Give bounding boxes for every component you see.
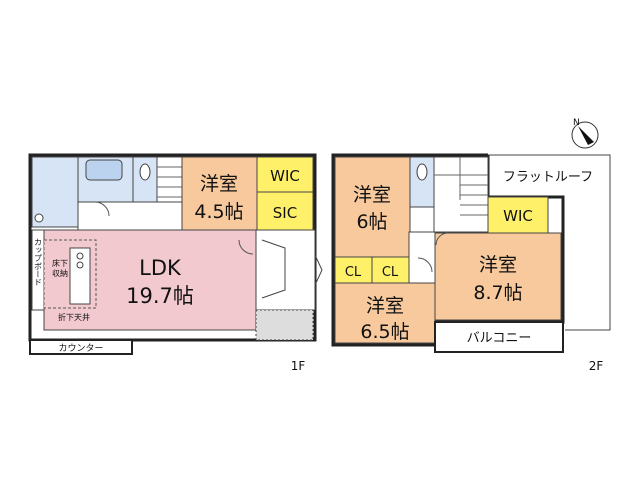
hall-2f <box>408 231 436 284</box>
door-arc-2 <box>94 201 110 217</box>
balcony <box>434 321 564 353</box>
underfloor-storage-label-1: 床下 <box>52 258 68 268</box>
hall-1f <box>77 201 183 231</box>
wic-2f-label: WIC <box>503 207 533 225</box>
western-room-6-size: 6帖 <box>356 211 387 233</box>
western-room-6-5-size: 6.5帖 <box>360 321 409 343</box>
sink-1 <box>76 252 84 260</box>
porch <box>255 309 314 341</box>
western-room-4-5-name: 洋室 <box>200 173 238 195</box>
entrance-stairs <box>261 239 286 299</box>
closet-1 <box>334 256 373 284</box>
wic-2f <box>487 196 549 234</box>
washbasin-1f <box>34 213 44 223</box>
toilet-2f <box>416 163 428 181</box>
western-room-4-5-size: 4.5帖 <box>194 201 243 223</box>
door-arc-1 <box>238 239 254 255</box>
counter-strip <box>29 339 133 355</box>
closet-2-label: CL <box>382 265 399 280</box>
compass-icon: N <box>571 118 599 149</box>
bathtub <box>85 159 123 181</box>
floor-1f: 洋室 4.5帖 WIC SIC カップボード 床下 収納 折下天井 LDK 19… <box>28 153 323 373</box>
compass-label: N <box>573 118 580 128</box>
closet-1-label: CL <box>345 265 362 280</box>
ldk-name: LDK <box>139 256 182 280</box>
western-room-8-7-name: 洋室 <box>479 254 517 276</box>
western-room-4-5 <box>181 156 258 231</box>
western-room-8-7-size: 8.7帖 <box>473 282 522 304</box>
stairs-2f <box>433 156 489 233</box>
cupboard-label: カップボード <box>34 238 43 286</box>
western-room-8-7 <box>434 232 562 321</box>
western-room-6-5-name: 洋室 <box>366 295 404 317</box>
door-arc-4 <box>435 232 449 246</box>
wic-1f <box>256 156 314 193</box>
sink-2 <box>76 261 84 269</box>
kitchen-island <box>69 247 91 305</box>
folded-ceiling-label: 折下天井 <box>58 312 90 322</box>
toilet-1f <box>139 163 151 181</box>
flat-roof-outline <box>460 154 611 331</box>
entrance-arrow <box>314 254 323 286</box>
western-room-6 <box>334 156 411 258</box>
western-room-6-name: 洋室 <box>353 184 391 206</box>
sic-1f <box>256 191 314 231</box>
sic-1f-label: SIC <box>273 204 297 222</box>
wic-1f-label: WIC <box>270 167 300 185</box>
floor-1f-label: 1F <box>291 359 306 373</box>
floor-2f: フラットルーフ 洋室 6帖 WIC CL CL <box>331 153 611 373</box>
door-arc-3 <box>417 257 433 273</box>
flat-roof-label: フラットルーフ <box>503 170 593 185</box>
floor-2f-label: 2F <box>589 359 604 373</box>
counter-label: カウンター <box>58 343 103 354</box>
underfloor-storage-label-2: 収納 <box>52 268 68 278</box>
ldk-size: 19.7帖 <box>126 284 194 308</box>
western-room-6-5 <box>334 282 436 344</box>
balcony-label: バルコニー <box>467 331 532 346</box>
